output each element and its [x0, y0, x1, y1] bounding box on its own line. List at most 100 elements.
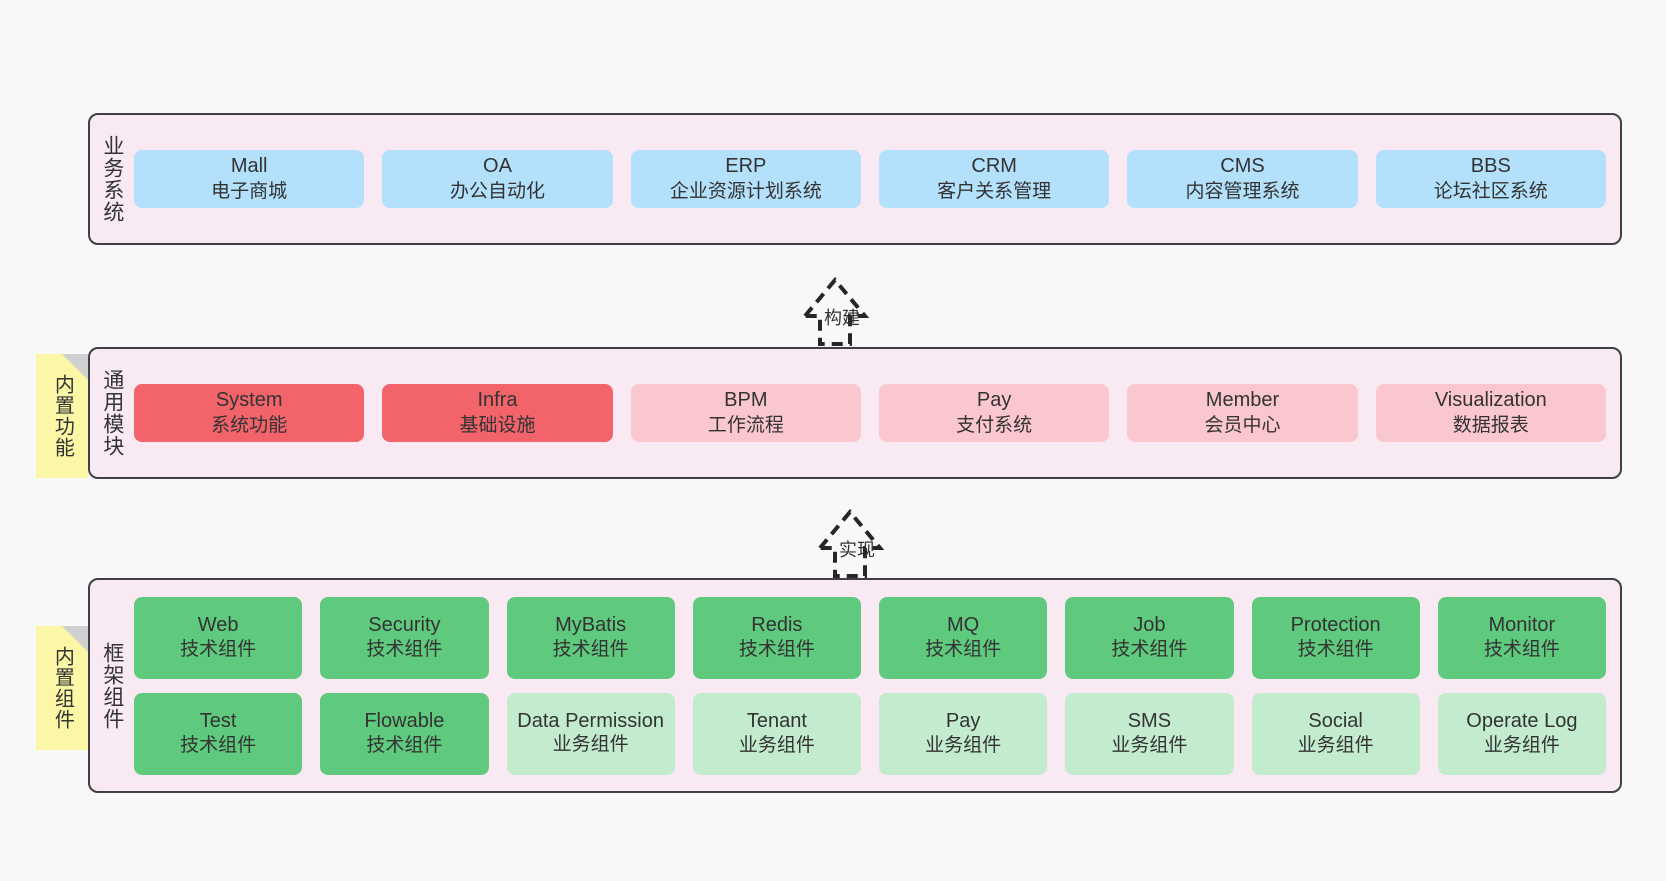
card-oa[interactable]: OA 办公自动化	[382, 150, 613, 208]
card-pay-component-en: Pay	[945, 709, 981, 732]
card-operate-log[interactable]: Operate Log 业务组件	[1437, 692, 1606, 775]
card-visualization[interactable]: Visualization 数据报表	[1375, 384, 1606, 442]
card-mq[interactable]: MQ 技术组件	[879, 596, 1048, 679]
card-flowable-cn: 技术组件	[366, 735, 443, 757]
card-data-permission-cn: 业务组件	[552, 733, 629, 755]
card-operate-log-cn: 业务组件	[1483, 735, 1560, 757]
card-erp-cn: 企业资源计划系统	[669, 180, 822, 202]
note-builtin-components-label: 内置组件	[51, 646, 74, 730]
implement-arrow-label: 实现	[839, 540, 875, 560]
common-modules-row: System 系统功能 Infra 基础设施 BPM 工作流程 Pay 支付系统…	[134, 384, 1606, 442]
card-mall-cn: 电子商城	[211, 180, 288, 202]
card-web-en: Web	[197, 613, 239, 636]
card-flowable[interactable]: Flowable 技术组件	[320, 692, 489, 775]
card-crm[interactable]: CRM 客户关系管理	[878, 150, 1110, 208]
implement-arrow-icon	[815, 508, 885, 578]
card-flowable-en: Flowable	[364, 709, 445, 732]
card-infra-cn: 基础设施	[459, 414, 536, 436]
card-erp-en: ERP	[725, 155, 767, 178]
card-oa-en: OA	[483, 155, 512, 178]
build-arrow-icon	[800, 276, 870, 346]
note-fold-corner-icon	[62, 354, 88, 380]
card-system-en: System	[215, 389, 283, 412]
business-systems-body: Mall 电子商城 OA 办公自动化 ERP 企业资源计划系统 CRM 客户关系…	[134, 115, 1620, 243]
card-bbs[interactable]: BBS 论坛社区系统	[1375, 150, 1606, 208]
card-security-cn: 技术组件	[366, 639, 443, 661]
note-builtin-features-label: 内置功能	[51, 374, 74, 458]
card-web-cn: 技术组件	[180, 639, 257, 661]
card-social-en: Social	[1308, 709, 1363, 732]
card-mall-en: Mall	[230, 155, 268, 178]
card-oa-cn: 办公自动化	[449, 180, 545, 202]
card-protection-en: Protection	[1290, 613, 1381, 636]
card-crm-en: CRM	[971, 155, 1017, 178]
note-fold-corner-icon	[62, 626, 88, 652]
card-infra-en: Infra	[477, 389, 518, 412]
connector-implement: 实现	[770, 490, 930, 578]
card-web[interactable]: Web 技术组件	[134, 596, 303, 679]
card-pay-module-en: Pay	[976, 389, 1012, 412]
note-builtin-components: 内置组件	[36, 626, 88, 750]
card-mall[interactable]: Mall 电子商城	[134, 150, 365, 208]
card-infra[interactable]: Infra 基础设施	[382, 384, 613, 442]
card-cms-en: CMS	[1220, 155, 1265, 178]
card-pay-component[interactable]: Pay 业务组件	[879, 692, 1048, 775]
card-monitor-cn: 技术组件	[1483, 639, 1560, 661]
card-mq-en: MQ	[947, 613, 980, 636]
build-arrow-label: 构建	[824, 308, 860, 328]
card-data-permission-en: Data Permission	[517, 709, 664, 732]
card-tenant[interactable]: Tenant 业务组件	[692, 692, 861, 775]
common-modules-panel: 通用模块 System 系统功能 Infra 基础设施 BPM 工作流程 Pay…	[88, 347, 1622, 479]
card-system-cn: 系统功能	[211, 414, 288, 436]
card-cms-cn: 内容管理系统	[1185, 180, 1300, 202]
card-bbs-cn: 论坛社区系统	[1433, 180, 1548, 202]
note-builtin-features: 内置功能	[36, 354, 88, 478]
card-mq-cn: 技术组件	[925, 639, 1002, 661]
card-test-en: Test	[199, 709, 237, 732]
business-systems-panel: 业务系统 Mall 电子商城 OA 办公自动化 ERP 企业资源计划系统 CRM…	[88, 113, 1622, 245]
card-mybatis[interactable]: MyBatis 技术组件	[506, 596, 675, 679]
card-sms-en: SMS	[1127, 709, 1172, 732]
card-operate-log-en: Operate Log	[1466, 709, 1578, 732]
framework-row-business: Test 技术组件 Flowable 技术组件 Data Permission …	[134, 692, 1606, 775]
card-bpm-cn: 工作流程	[707, 414, 784, 436]
card-monitor-en: Monitor	[1488, 613, 1556, 636]
card-system[interactable]: System 系统功能	[134, 384, 365, 442]
card-member-cn: 会员中心	[1204, 414, 1281, 436]
card-social-cn: 业务组件	[1297, 735, 1374, 757]
card-redis[interactable]: Redis 技术组件	[692, 596, 861, 679]
framework-components-body: Web 技术组件 Security 技术组件 MyBatis 技术组件 Redi…	[134, 580, 1620, 791]
connector-build: 构建	[755, 258, 915, 346]
card-visualization-cn: 数据报表	[1452, 414, 1529, 436]
framework-components-panel: 框架组件 Web 技术组件 Security 技术组件 MyBatis 技术组件…	[88, 578, 1622, 793]
card-job-en: Job	[1133, 613, 1166, 636]
card-security[interactable]: Security 技术组件	[320, 596, 489, 679]
card-test-cn: 技术组件	[180, 735, 257, 757]
business-systems-row: Mall 电子商城 OA 办公自动化 ERP 企业资源计划系统 CRM 客户关系…	[134, 150, 1606, 208]
card-sms-cn: 业务组件	[1111, 735, 1188, 757]
card-member[interactable]: Member 会员中心	[1127, 384, 1358, 442]
card-test[interactable]: Test 技术组件	[134, 692, 303, 775]
card-tenant-cn: 业务组件	[738, 735, 815, 757]
card-protection-cn: 技术组件	[1297, 639, 1374, 661]
card-social[interactable]: Social 业务组件	[1251, 692, 1420, 775]
card-sms[interactable]: SMS 业务组件	[1065, 692, 1234, 775]
card-job[interactable]: Job 技术组件	[1065, 596, 1234, 679]
card-bpm-en: BPM	[724, 389, 768, 412]
card-protection[interactable]: Protection 技术组件	[1251, 596, 1420, 679]
card-pay-module-cn: 支付系统	[956, 414, 1033, 436]
card-data-permission[interactable]: Data Permission 业务组件	[506, 692, 675, 775]
card-tenant-en: Tenant	[746, 709, 807, 732]
card-crm-cn: 客户关系管理	[937, 180, 1052, 202]
card-job-cn: 技术组件	[1111, 639, 1188, 661]
card-pay-component-cn: 业务组件	[925, 735, 1002, 757]
framework-row-technical: Web 技术组件 Security 技术组件 MyBatis 技术组件 Redi…	[134, 596, 1606, 679]
card-monitor[interactable]: Monitor 技术组件	[1437, 596, 1606, 679]
card-pay-module[interactable]: Pay 支付系统	[878, 384, 1110, 442]
card-cms[interactable]: CMS 内容管理系统	[1127, 150, 1358, 208]
card-erp[interactable]: ERP 企业资源计划系统	[630, 150, 861, 208]
card-mybatis-cn: 技术组件	[552, 639, 629, 661]
business-systems-title: 业务系统	[100, 135, 124, 223]
card-bpm[interactable]: BPM 工作流程	[630, 384, 861, 442]
